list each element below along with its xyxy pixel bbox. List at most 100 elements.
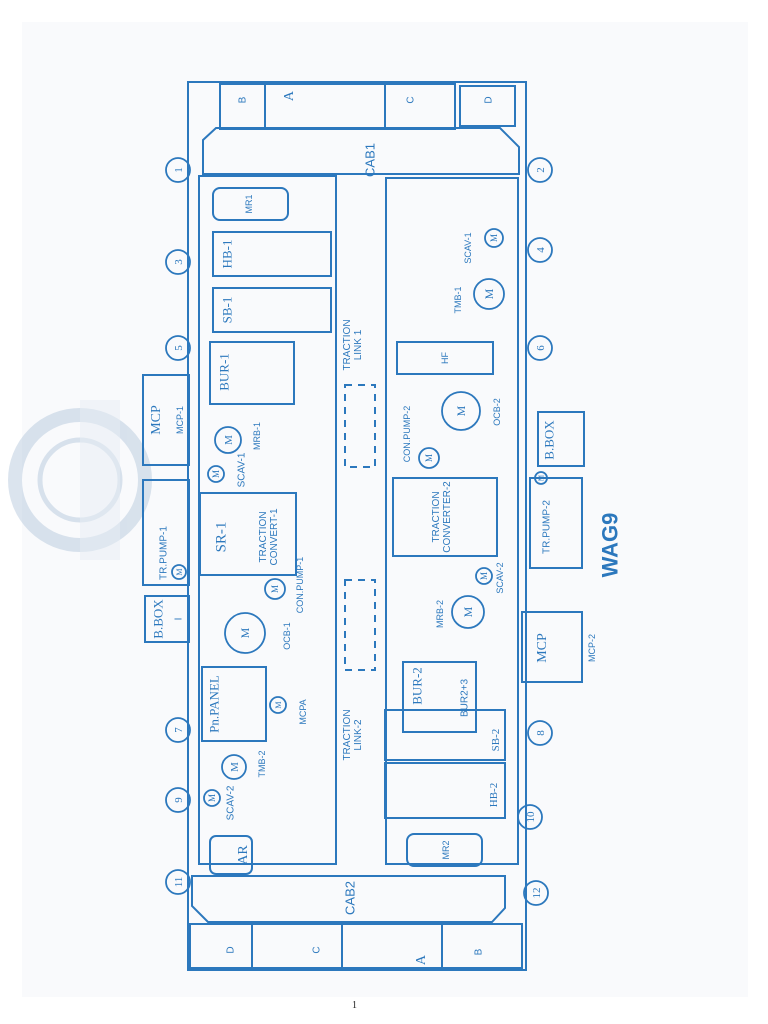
end-c-cab2: C [312,946,323,953]
sb1-box [212,287,332,333]
hf-label: HF [440,352,450,364]
motor-symbols [171,228,548,807]
motor-conpump2 [418,447,440,469]
motor-tmb1 [473,278,505,310]
marker-6: 6 [535,345,547,351]
marker-10: 10 [525,811,537,823]
pn-panel-box [201,666,267,742]
motor-ocb2 [441,391,481,431]
sb2-box [384,709,506,761]
mrb2-label: MRB-2 [435,600,445,628]
motor-mcpa [269,696,287,714]
marker-7: 7 [173,727,185,733]
sr1-box [199,492,297,576]
motor-scav2-lower [475,567,493,585]
mrb1-label: MRB-1 [252,422,262,450]
marker-4: 4 [535,247,547,253]
hb1-label: HB-1 [220,240,235,269]
page-number: 1 [352,1000,357,1011]
bur2-box [402,661,477,733]
end-box-a-cab1 [264,83,386,130]
conpump1-label: CON.PUMP-1 [295,557,305,614]
end-box-c-cab2 [251,923,343,969]
bur1-label: BUR-1 [217,353,232,391]
end-d-cab1: D [484,96,495,103]
motor-label-3: M [270,585,280,593]
motor-label-1: M [223,435,235,445]
motor-trpump1 [171,564,187,580]
hf-box [396,341,494,375]
marker-9: 9 [173,797,185,803]
traction-link2-box [344,579,376,671]
motor-label-8: M [175,568,184,575]
cab1-label: CAB1 [363,143,378,177]
trpump2-box [529,477,583,569]
motor-label-9: M [489,234,499,242]
motor-label-2: M [211,470,221,478]
end-c-cab1: C [406,96,417,103]
motor-label-7: M [207,794,217,802]
motor-conpump1 [264,578,286,600]
ocb1-label: OCB-1 [282,622,292,650]
sr1-label: SR-1 [213,522,229,553]
mcpa-label: MCPA [298,699,308,724]
motor-label-14: M [461,606,475,617]
mr1-label: MR1 [244,194,254,213]
tmb2-label: TMB-2 [257,751,267,778]
motor-label-11: M [454,405,468,416]
bbox2-box [537,411,585,467]
cab1-outline [202,127,520,175]
trpump1-label: TR.PUMP-1 [159,526,170,580]
ar-box [209,835,253,875]
motor-scav1-upper [214,426,242,454]
mcp1-title: MCP [149,405,164,435]
end-box-c-cab1 [384,83,456,130]
bur23-label: BUR2+3 [460,679,471,718]
bbox1-sub: I [174,618,185,621]
motor-label-12: M [424,454,434,462]
cab2-outline [191,875,506,923]
cab2-label: CAB2 [343,881,358,915]
mr2-label: MR2 [441,840,451,859]
end-b-cab1: B [238,96,249,103]
motor-scav1-lower [484,228,504,248]
stamp-watermark [8,400,152,560]
tc1-label: TRACTIONCONVERT-1 [258,508,280,565]
motor-label-10: M [482,288,496,299]
sb2-label: SB-2 [490,729,502,752]
hb2-box [384,762,506,819]
end-box-d-cab1 [459,85,516,127]
end-box-b-cab2 [441,923,523,969]
marker-12: 12 [531,888,543,899]
tmb1-label: TMB-1 [453,287,463,314]
trpump2-label: TR.PUMP-2 [542,500,553,554]
end-box-d-cab2 [189,923,253,969]
motor-label-15: M [537,474,545,481]
scav2-lower-label: SCAV-2 [495,562,505,593]
marker-3: 3 [173,259,185,265]
bur1-box [209,341,295,405]
scav1-lower-label: SCAV-1 [463,232,473,263]
end-a-cab2: A [414,954,429,965]
mcp2-box [521,611,583,683]
trpump1-box [142,479,190,586]
tc2-label: TRACTIONCONVERTER-2 [431,481,453,553]
motor-label-6: M [229,762,241,772]
bbox2-label: B.BOX [542,420,557,460]
diagram-title: WAG9 [598,513,623,578]
motor-trpump2 [534,471,548,485]
marker-11: 11 [173,877,185,888]
scav1-upper-label: SCAV-1 [237,452,248,487]
motor-ocb1 [224,612,266,654]
sb1-label: SB-1 [220,297,235,324]
mcp1-box [142,374,190,466]
bbox1-box [144,595,190,643]
end-d-cab2: D [226,946,237,953]
motor-label-4: M [238,627,252,638]
mcp2-sub: MCP-2 [587,634,597,662]
scav2-upper-label: SCAV-2 [226,785,237,820]
ocb2-label: OCB-2 [492,398,502,426]
motor-scav1-upper-small [207,465,225,483]
conpump2-label: CON.PUMP-2 [402,406,412,463]
